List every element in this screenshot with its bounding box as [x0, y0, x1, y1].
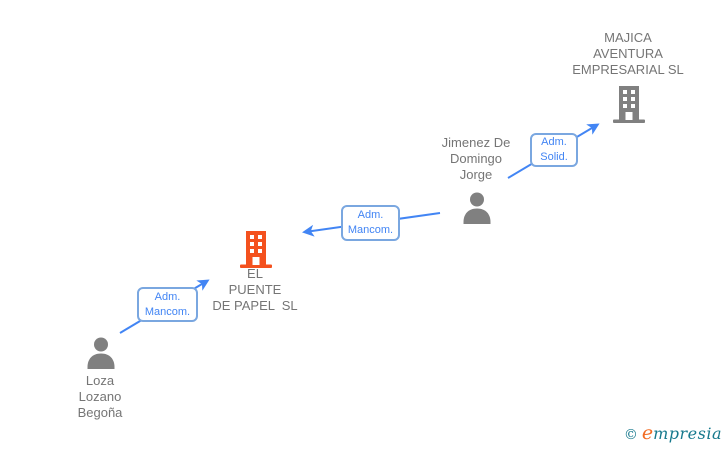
copyright-symbol: © [623, 427, 638, 443]
person-name-line: Loza [85, 373, 115, 388]
edge-label-line: Mancom. [144, 305, 191, 318]
building-icon[interactable] [611, 86, 647, 124]
person-name-line: Domingo [449, 151, 503, 166]
brand-name: mpresia [653, 424, 722, 443]
brand-initial: e [641, 422, 654, 444]
company-name-line: DE PAPEL SL [212, 298, 298, 313]
company-name-majica: MAJICA AVENTURA EMPRESARIAL SL [538, 30, 718, 78]
person-name-line: Begoña [77, 405, 123, 420]
edge-label-line: Adm. [357, 209, 384, 221]
edge-label-line: Adm. [154, 290, 181, 303]
company-name-line: MAJICA [604, 30, 652, 45]
edge-label-line: Solid. [540, 151, 568, 163]
person-name-line: Jorge [459, 167, 493, 182]
company-name-line: AVENTURA [593, 46, 663, 61]
company-name-line: PUENTE [228, 282, 282, 297]
edge-label-adm-mancom-loza: Adm. Mancom. [137, 287, 198, 322]
person-name-line: Lozano [78, 389, 122, 404]
person-name-loza: Loza Lozano Begoña [20, 373, 180, 421]
person-icon[interactable] [459, 191, 495, 226]
company-name-puente: EL PUENTE DE PAPEL SL [165, 266, 345, 314]
person-name-jimenez: Jimenez De Domingo Jorge [396, 135, 556, 183]
edge-label-line: Mancom. [347, 224, 394, 236]
empresia-logo[interactable]: ©empresia [624, 422, 722, 444]
edge-label-line: Adm. [541, 136, 567, 148]
person-name-line: Jimenez De [441, 135, 511, 150]
edge-label-adm-solid-jimenez: Adm. Solid. [530, 133, 578, 167]
edge-label-adm-mancom-jimenez: Adm. Mancom. [341, 205, 400, 241]
building-icon-highlighted[interactable] [238, 231, 274, 269]
person-icon[interactable] [83, 336, 119, 371]
company-name-line: EL [247, 266, 263, 281]
company-name-line: EMPRESARIAL SL [572, 62, 684, 77]
